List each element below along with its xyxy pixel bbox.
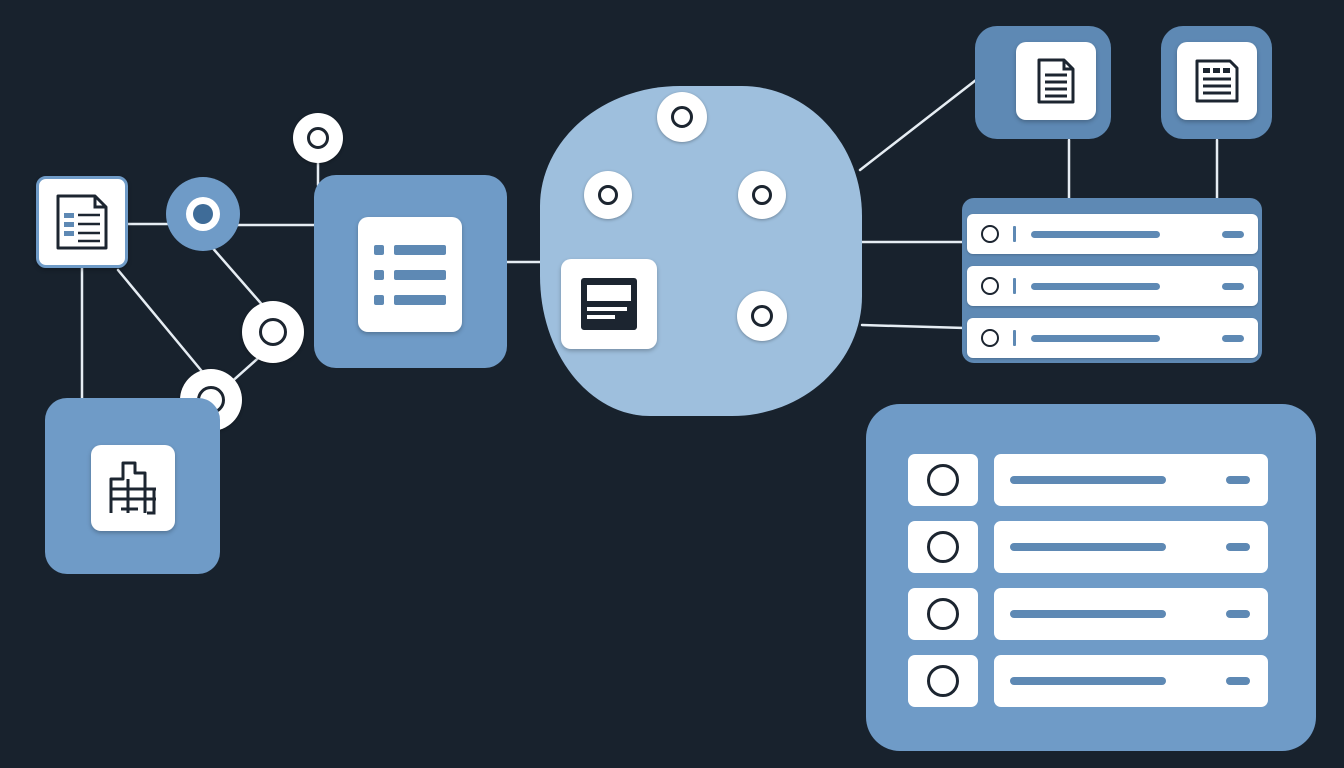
hub-cluster bbox=[540, 86, 862, 416]
hub-node-top[interactable] bbox=[657, 92, 707, 142]
status-ring-icon bbox=[981, 277, 999, 295]
table-document-icon bbox=[1195, 59, 1239, 103]
node-top[interactable] bbox=[293, 113, 343, 163]
document-tile[interactable] bbox=[975, 26, 1111, 139]
building-icon bbox=[109, 461, 156, 515]
list-item[interactable] bbox=[908, 521, 1268, 573]
window-icon bbox=[581, 278, 637, 330]
status-ring-icon bbox=[981, 329, 999, 347]
list-item[interactable] bbox=[908, 454, 1268, 506]
list-panel bbox=[866, 404, 1316, 751]
circle-icon bbox=[927, 531, 959, 563]
building-tile[interactable] bbox=[45, 398, 220, 574]
hub-node-right[interactable] bbox=[738, 171, 786, 219]
circle-icon bbox=[927, 598, 959, 630]
node-highlighted[interactable] bbox=[166, 177, 240, 251]
status-ring-icon bbox=[981, 225, 999, 243]
document-icon bbox=[1037, 58, 1075, 104]
list-item[interactable] bbox=[908, 655, 1268, 707]
window-card[interactable] bbox=[561, 259, 657, 349]
circle-icon bbox=[927, 665, 959, 697]
table-document-tile[interactable] bbox=[1161, 26, 1272, 139]
server-row[interactable] bbox=[967, 318, 1258, 358]
form-document-icon bbox=[56, 194, 108, 250]
hub-node-bottom[interactable] bbox=[737, 291, 787, 341]
server-row[interactable] bbox=[967, 214, 1258, 254]
hub-node-left[interactable] bbox=[584, 171, 632, 219]
list-icon bbox=[374, 244, 446, 305]
form-document-tile[interactable] bbox=[36, 176, 128, 268]
server-row[interactable] bbox=[967, 266, 1258, 306]
list-item[interactable] bbox=[908, 588, 1268, 640]
circle-icon bbox=[927, 464, 959, 496]
server-rack bbox=[962, 198, 1262, 363]
node-middle[interactable] bbox=[242, 301, 304, 363]
list-tile[interactable] bbox=[314, 175, 507, 368]
